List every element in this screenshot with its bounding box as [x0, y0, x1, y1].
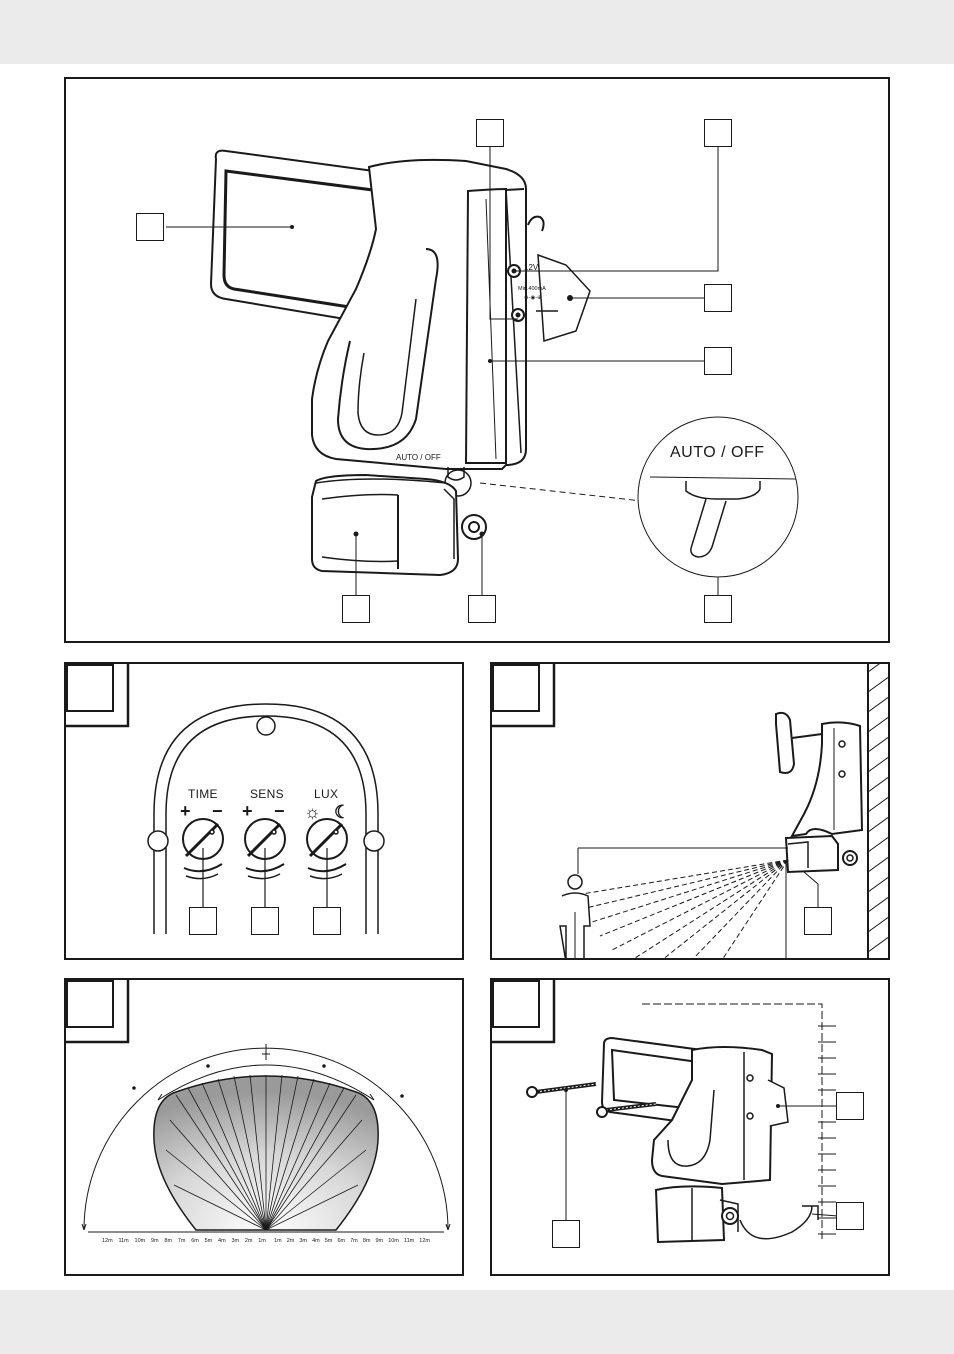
scale-tick-label: 11m: [118, 1238, 129, 1244]
scale-tick-label: 1m: [274, 1238, 282, 1244]
range-illustration: [66, 980, 451, 1233]
scale-tick-label: 10m: [388, 1238, 399, 1244]
callout-box-sens-dial: [251, 907, 279, 935]
scale-tick-label: 2m: [286, 1238, 295, 1244]
control-dials-panel: TIME SENS LUX + − + − ☼ ☾: [64, 662, 464, 960]
sun-icon: ☼: [304, 802, 321, 822]
panel-tab-box: [492, 980, 540, 1028]
scale-tick-label: 5m: [204, 1238, 213, 1244]
scale-tick-label: 5m: [324, 1238, 333, 1244]
main-device-panel: 12V Min.400mA ⊖-◉-⊕ AUTO / OFF AUTO / OF…: [64, 77, 890, 643]
dial-sens-label: SENS: [250, 787, 284, 801]
scale-tick-label: 8m: [362, 1238, 371, 1244]
scale-tick-label: 3m: [299, 1238, 308, 1244]
mounting-illustration: [492, 980, 839, 1244]
dials-illustration: [66, 664, 385, 934]
page-footer-band: [0, 1290, 954, 1354]
callout-box-lux-dial: [313, 907, 341, 935]
dial-sens-plus: +: [242, 801, 253, 821]
scale-tick-label: 4m: [218, 1238, 226, 1244]
switch-label: AUTO / OFF: [396, 453, 441, 462]
callout-box-cable-plug: [836, 1202, 864, 1230]
scale-tick-label: 2m: [244, 1238, 253, 1244]
callout-box-plus-terminal: [704, 119, 732, 147]
callout-box-motion-sensor: [342, 595, 370, 623]
range-scale-left: 12m 11m 10m 9m 8m 7m 6m 5m 4m 3m 2m 1m: [102, 1238, 266, 1244]
callout-box-auto-off-switch: [704, 595, 732, 623]
mounting-panel: [490, 978, 890, 1276]
side-view-illustration: [492, 664, 888, 958]
scale-tick-label: 1m: [258, 1238, 266, 1244]
callout-box-housing: [704, 347, 732, 375]
callout-box-cable: [476, 119, 504, 147]
range-scale-right: 1m 2m 3m 4m 5m 6m 7m 8m 9m 10m 11m 12m: [274, 1238, 430, 1244]
scale-tick-label: 6m: [337, 1238, 346, 1244]
lamp-illustration: [166, 145, 799, 597]
callout-box-screws: [552, 1220, 580, 1248]
scale-tick-label: 11m: [403, 1238, 415, 1244]
scale-tick-label: 9m: [375, 1238, 384, 1244]
plate-voltage-label: 12V: [524, 263, 539, 272]
detection-range-panel: 12m 11m 10m 9m 8m 7m 6m 5m 4m 3m 2m 1m 1…: [64, 978, 464, 1276]
dial-time-plus: +: [180, 801, 191, 821]
callout-box-sensor-height: [804, 907, 832, 935]
scale-tick-label: 8m: [164, 1238, 173, 1244]
callout-box-time-dial: [189, 907, 217, 935]
callout-box-joint-screw: [468, 595, 496, 623]
callout-box-mounting-plate: [704, 284, 732, 312]
scale-tick-label: 12m: [419, 1238, 430, 1244]
dial-time-minus: −: [212, 801, 223, 821]
panel-tab-box: [66, 664, 114, 712]
scale-tick-label: 4m: [312, 1238, 320, 1244]
scale-tick-label: 7m: [350, 1238, 358, 1244]
scale-tick-label: 6m: [191, 1238, 199, 1244]
plate-polarity-label: ⊖-◉-⊕: [524, 295, 542, 301]
plate-current-label: Min.400mA: [518, 286, 546, 292]
zoom-switch-label: AUTO / OFF: [670, 444, 765, 461]
dial-sens-minus: −: [274, 801, 285, 821]
callout-box-lamp-head: [136, 213, 164, 241]
dial-lux-label: LUX: [314, 787, 339, 801]
scale-tick-label: 10m: [134, 1238, 146, 1244]
panel-tab-box: [66, 980, 114, 1028]
callout-box-wall-plate: [836, 1092, 864, 1120]
moon-icon: ☾: [334, 802, 351, 822]
scale-tick-label: 9m: [151, 1238, 159, 1244]
panel-tab-box: [492, 664, 540, 712]
scale-tick-label: 7m: [177, 1238, 186, 1244]
page-header-band: [0, 0, 954, 64]
dial-time-label: TIME: [188, 787, 218, 801]
side-view-panel: [490, 662, 890, 960]
scale-tick-label: 3m: [231, 1238, 240, 1244]
scale-tick-label: 12m: [102, 1238, 113, 1244]
